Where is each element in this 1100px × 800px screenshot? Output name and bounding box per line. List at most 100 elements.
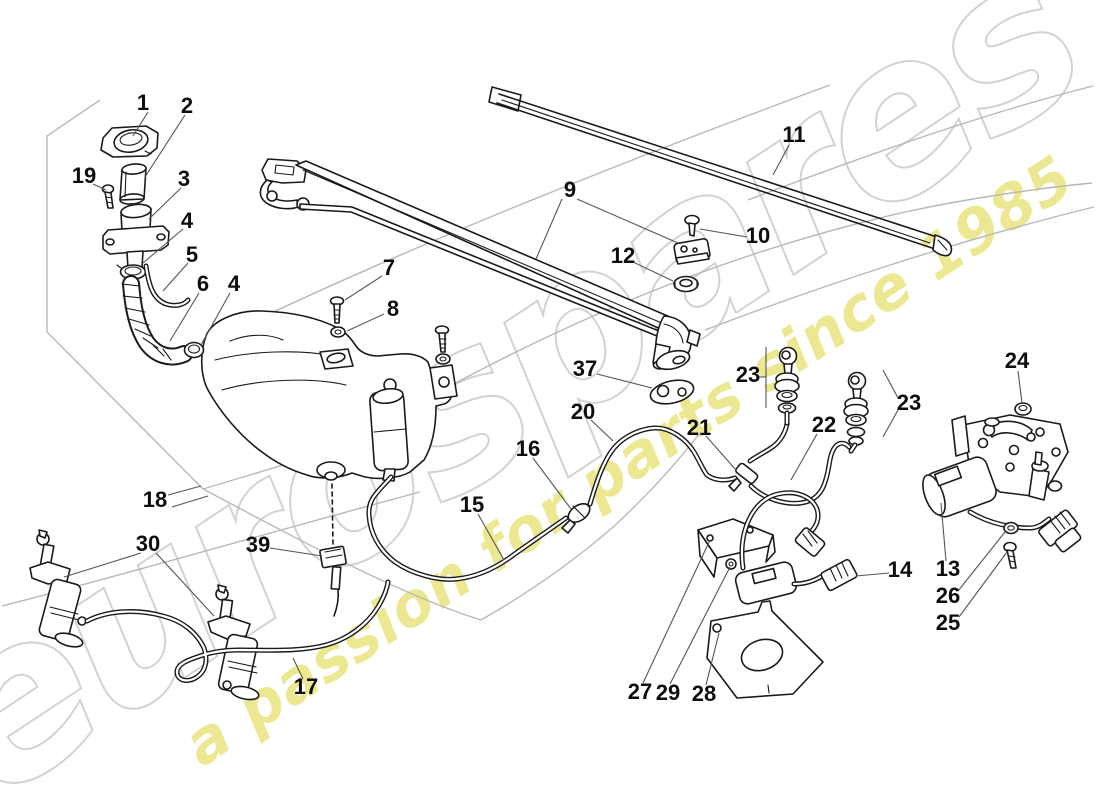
nozzle-30-left — [29, 529, 87, 648]
part-number-label-27[interactable]: 27 — [628, 679, 652, 704]
washer-26 — [1003, 521, 1019, 535]
leader-line — [144, 114, 186, 178]
leader-line — [882, 409, 899, 438]
part-number-label-4[interactable]: 4 — [181, 208, 194, 233]
arm-link — [259, 179, 299, 210]
part-number-label-21[interactable]: 21 — [687, 415, 711, 440]
motor-connector — [1038, 509, 1082, 553]
part-number-label-20[interactable]: 20 — [571, 399, 595, 424]
part-number-label-39[interactable]: 39 — [246, 532, 270, 557]
part-number-label-3[interactable]: 3 — [178, 166, 190, 191]
part-number-label-14[interactable]: 14 — [888, 557, 913, 582]
part-number-label-13[interactable]: 13 — [936, 556, 960, 581]
part-number-label-17[interactable]: 17 — [294, 674, 318, 699]
part-number-label-10[interactable]: 10 — [746, 223, 770, 248]
washer-pump — [369, 378, 409, 482]
part-number-label-23[interactable]: 23 — [897, 390, 921, 415]
leader-line — [576, 198, 679, 244]
leader-line — [346, 313, 385, 332]
leader-line — [269, 547, 323, 557]
part-number-label-8[interactable]: 8 — [387, 296, 399, 321]
part-number-label-25[interactable]: 25 — [936, 610, 960, 635]
filler-cap-1 — [100, 125, 159, 158]
sensor-alignment-line — [331, 483, 334, 545]
part-number-label-24[interactable]: 24 — [1005, 348, 1030, 373]
leader-line — [535, 198, 563, 260]
inline-connector-16 — [561, 502, 591, 534]
part-number-label-37[interactable]: 37 — [573, 356, 597, 381]
arm-latch — [686, 329, 701, 347]
part-number-label-18[interactable]: 18 — [143, 487, 167, 512]
clamp-4-lower — [183, 341, 205, 359]
hose-15 — [366, 474, 569, 582]
pivot-pad-9 — [673, 238, 711, 265]
leader-line — [882, 369, 899, 399]
part-number-label-30[interactable]: 30 — [136, 531, 160, 556]
leader-line — [169, 292, 200, 342]
part-number-label-4[interactable]: 4 — [228, 271, 241, 296]
part-number-label-12[interactable]: 12 — [611, 243, 635, 268]
leader-line — [855, 572, 890, 577]
part-number-label-28[interactable]: 28 — [692, 681, 716, 706]
windshield-curve-2 — [704, 206, 1095, 331]
clamp-4-upper — [116, 264, 147, 280]
leader-lines — [63, 111, 1023, 686]
leader-line — [596, 373, 653, 389]
part-number-label-29[interactable]: 29 — [656, 680, 680, 705]
screw-29 — [725, 558, 737, 570]
leader-line — [167, 485, 202, 496]
part-number-label-22[interactable]: 22 — [812, 412, 836, 437]
washer-jet-23-left — [774, 346, 800, 426]
leader-line — [772, 144, 790, 176]
part-number-label-1[interactable]: 1 — [137, 90, 149, 115]
part-number-label-7[interactable]: 7 — [383, 255, 395, 280]
leader-line — [790, 433, 818, 481]
leader-line — [200, 292, 231, 346]
leader-line — [142, 228, 184, 264]
part-number-label-9[interactable]: 9 — [564, 177, 576, 202]
blade-end-cap — [488, 86, 522, 112]
screw-7-right — [434, 325, 451, 365]
leader-line — [162, 262, 189, 292]
leader-line — [92, 183, 107, 191]
hose-to-left-jet — [747, 421, 790, 464]
leader-line — [532, 457, 572, 510]
part-number-label-2[interactable]: 2 — [181, 93, 193, 118]
unit-body — [734, 561, 798, 605]
nut-12 — [673, 275, 699, 293]
hose-22 — [748, 440, 852, 506]
leader-line — [958, 551, 1008, 618]
wiper-motor-13 — [922, 414, 1082, 553]
leader-line — [957, 531, 1006, 592]
leader-line — [669, 566, 731, 685]
mount-plate-37 — [649, 379, 695, 405]
leader-line — [155, 552, 215, 617]
hose-17 — [84, 579, 391, 683]
part-number-label-6[interactable]: 6 — [197, 271, 209, 296]
windshield-curve-1 — [747, 85, 1094, 201]
nut-24 — [1014, 402, 1032, 416]
hose-5 — [143, 263, 191, 308]
funnel-flange — [102, 225, 170, 255]
screw-25 — [1003, 541, 1017, 569]
leader-line — [292, 657, 304, 680]
level-sensor-39 — [319, 483, 347, 617]
arm-head — [261, 158, 307, 184]
leader-line — [699, 228, 748, 238]
part-number-label-11[interactable]: 11 — [782, 122, 805, 147]
part-number-label-16[interactable]: 16 — [516, 436, 540, 461]
washer-jet-23-right — [843, 371, 869, 454]
filler-funnel-3 — [102, 203, 170, 270]
part-number-label-15[interactable]: 15 — [460, 492, 484, 517]
bracket-27 — [697, 518, 776, 578]
part-number-label-5[interactable]: 5 — [186, 242, 198, 267]
leader-line — [171, 495, 209, 508]
part-number-label-23[interactable]: 23 — [736, 362, 760, 387]
part-number-label-26[interactable]: 26 — [936, 583, 960, 608]
body-panel-edge-right — [480, 432, 701, 621]
washer-8 — [330, 326, 346, 338]
part-number-label-19[interactable]: 19 — [72, 163, 96, 188]
leader-line — [1017, 370, 1023, 404]
screw-7 — [329, 296, 345, 324]
